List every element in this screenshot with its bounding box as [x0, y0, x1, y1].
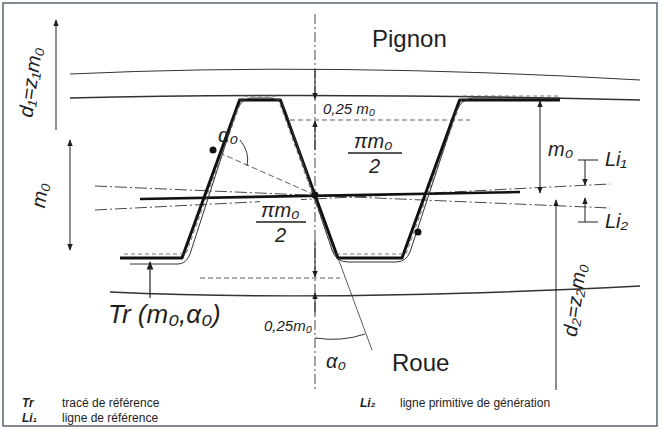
- legend-symbol: Li₁: [22, 412, 37, 425]
- line-name: Li₁: [604, 148, 628, 170]
- dimension: 0,25 m₀: [322, 101, 376, 118]
- angle-symbol: α₀: [218, 124, 238, 146]
- fraction-denominator: 2: [275, 224, 286, 246]
- part-name: Roue: [392, 350, 449, 376]
- pitch-diameter-formula: d₁=z₁m₀: [14, 46, 46, 119]
- profile-name: Tr (m₀,α₀): [108, 300, 221, 329]
- part-name: Pignon: [372, 26, 447, 52]
- legend-text: ligne primitive de génération: [400, 397, 550, 410]
- line-name: Li₂: [604, 210, 629, 232]
- legend-text: tracé de référence: [62, 397, 159, 410]
- module-dimension: m₀: [548, 138, 573, 160]
- fraction-numerator: πm₀: [354, 130, 393, 152]
- legend-symbol: Li₂: [360, 397, 375, 410]
- fraction-numerator: πm₀: [260, 199, 301, 221]
- pitch-diameter-formula: d₂=z₂m₀: [559, 262, 591, 338]
- legend-symbol: Tr: [22, 397, 34, 410]
- module-dimension: m₀: [27, 181, 52, 209]
- fraction-denominator: 2: [369, 155, 380, 177]
- dimension: 0,25m₀: [263, 318, 313, 335]
- legend-text: ligne de référence: [62, 412, 158, 425]
- angle-symbol: α₀: [326, 350, 346, 372]
